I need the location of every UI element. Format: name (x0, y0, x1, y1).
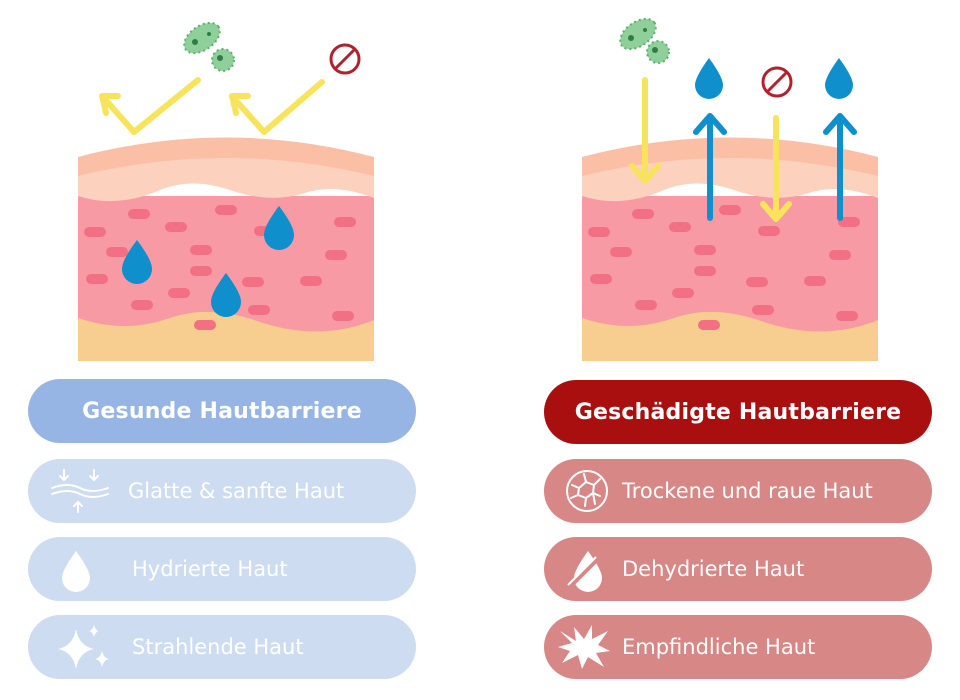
escaping-water-drops (695, 58, 853, 99)
water-drop-icon (825, 58, 853, 99)
smooth-skin-icon (48, 467, 112, 515)
bacteria-icon (211, 48, 235, 72)
water-drop-icon (211, 273, 241, 317)
water-drop-icon (695, 58, 723, 99)
water-drop-icon (122, 240, 152, 284)
healthy-item-radiant: Strahlende Haut (28, 615, 416, 679)
damaged-item-label: Empfindliche Haut (622, 635, 816, 659)
dermis-layer (78, 196, 374, 332)
healthy-barrier-title: Gesunde Hautbarriere (28, 379, 416, 443)
water-loss-arrow (693, 113, 727, 221)
damaged-item-dehydrated: Dehydrierte Haut (544, 537, 932, 601)
sparkle-icon (54, 619, 118, 675)
epidermis-top-layer (582, 137, 878, 176)
irritation-burst-icon (556, 623, 612, 671)
bacteria-icon (646, 40, 670, 64)
blocked-icon (761, 66, 793, 98)
water-loss-arrow (823, 113, 857, 221)
broken-drop-icon (566, 545, 606, 593)
skin-cells (588, 205, 860, 330)
bacteria-icon (619, 17, 657, 51)
water-loss-arrows (693, 113, 857, 221)
bacteria-deflected-arrow (99, 77, 201, 135)
healthy-item-smooth: Glatte & sanfte Haut (28, 459, 416, 523)
water-drop-icon (58, 545, 94, 593)
healthy-skin-illustration (78, 21, 374, 361)
damaged-skin-illustration (582, 17, 878, 361)
irritant-penetrating-arrow (760, 115, 792, 222)
healthy-barrier-title-text: Gesunde Hautbarriere (82, 398, 362, 424)
damaged-item-label: Dehydrierte Haut (622, 557, 805, 581)
healthy-item-label: Strahlende Haut (132, 635, 304, 659)
damaged-barrier-title-text: Geschädigte Hautbarriere (574, 399, 902, 425)
skin-cross-section (582, 137, 878, 361)
bacteria-penetrating-arrow (629, 77, 661, 184)
damaged-item-label: Trockene und raue Haut (622, 479, 873, 503)
skin-cross-section (78, 137, 374, 361)
irritant-deflected-arrow (229, 79, 325, 135)
cracked-skin-icon (564, 468, 610, 514)
bacteria-cluster (183, 21, 235, 72)
damaged-item-dry: Trockene und raue Haut (544, 459, 932, 523)
damaged-barrier-title: Geschädigte Hautbarriere (544, 380, 932, 444)
bacteria-icon (183, 21, 221, 55)
water-drops-retained (122, 206, 294, 317)
healthy-item-hydrated: Hydrierte Haut (28, 537, 416, 601)
dermis-layer (582, 196, 878, 332)
epidermis-top-layer (78, 137, 374, 176)
healthy-item-label: Hydrierte Haut (132, 557, 288, 581)
damaged-item-sensitive: Empfindliche Haut (544, 615, 932, 679)
blocked-icon (329, 43, 361, 75)
deflected-arrows (99, 77, 325, 135)
penetrating-arrows (629, 77, 792, 222)
bacteria-cluster (619, 17, 670, 64)
water-drop-icon (264, 206, 294, 250)
healthy-item-label: Glatte & sanfte Haut (128, 479, 345, 503)
